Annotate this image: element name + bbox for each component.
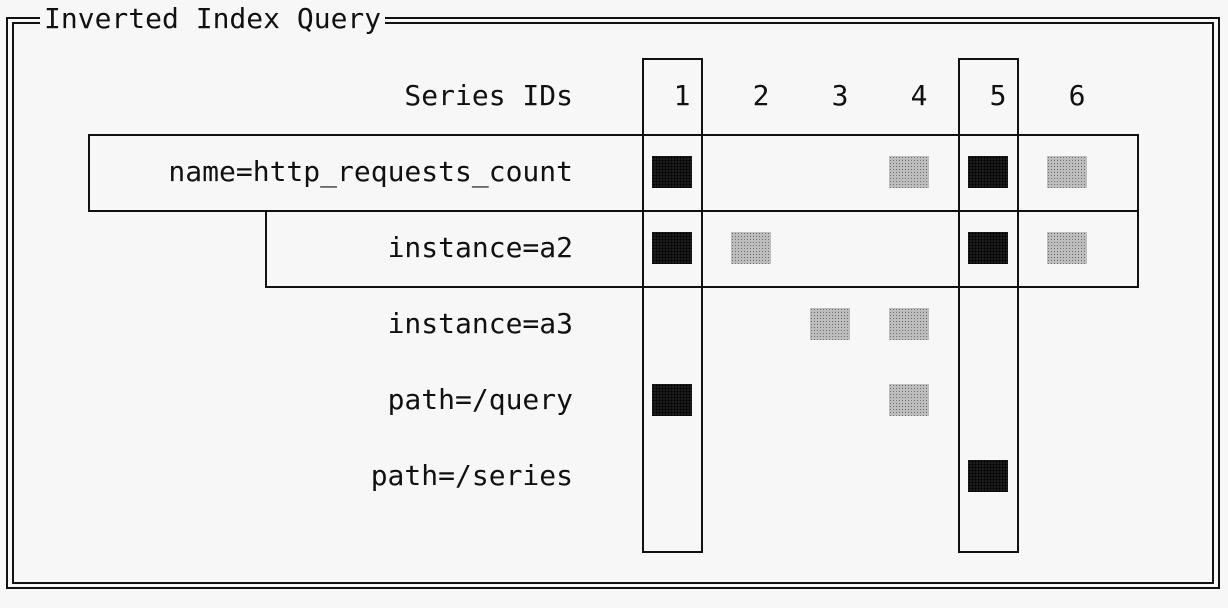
column-header-3: 3 <box>831 79 849 112</box>
column-header-2: 2 <box>752 79 770 112</box>
row-label-instance-a2: instance=a2 <box>387 231 573 264</box>
outer-frame <box>6 17 1220 589</box>
row-label-instance-a3: instance=a3 <box>387 307 573 340</box>
cell-dark-r4-c1 <box>652 384 692 416</box>
column-header-5: 5 <box>989 79 1007 112</box>
cell-light-r4-c4 <box>889 384 929 416</box>
highlight-column-5 <box>958 58 1019 553</box>
cell-light-r3-c3 <box>810 308 850 340</box>
cell-dark-r2-c5 <box>968 232 1008 264</box>
cell-light-r1-c4 <box>889 156 929 188</box>
cell-light-r3-c4 <box>889 308 929 340</box>
cell-light-r1-c6 <box>1047 156 1087 188</box>
column-header-1: 1 <box>673 79 691 112</box>
diagram-title: Inverted Index Query <box>40 2 386 36</box>
highlight-column-1 <box>642 58 703 553</box>
cell-dark-r5-c5 <box>968 460 1008 492</box>
cell-dark-r2-c1 <box>652 232 692 264</box>
cell-dark-r1-c5 <box>968 156 1008 188</box>
row-label-path-series: path=/series <box>370 459 573 492</box>
series-ids-header: Series IDs <box>404 79 573 112</box>
row-label-name: name=http_requests_count <box>168 155 573 188</box>
highlight-row-instance-a2 <box>265 210 1139 288</box>
cell-light-r2-c6 <box>1047 232 1087 264</box>
cell-light-r2-c2 <box>731 232 771 264</box>
cell-dark-r1-c1 <box>652 156 692 188</box>
inner-frame <box>12 22 1214 584</box>
row-label-path-query: path=/query <box>387 383 573 416</box>
column-header-4: 4 <box>910 79 928 112</box>
column-header-6: 6 <box>1068 79 1086 112</box>
